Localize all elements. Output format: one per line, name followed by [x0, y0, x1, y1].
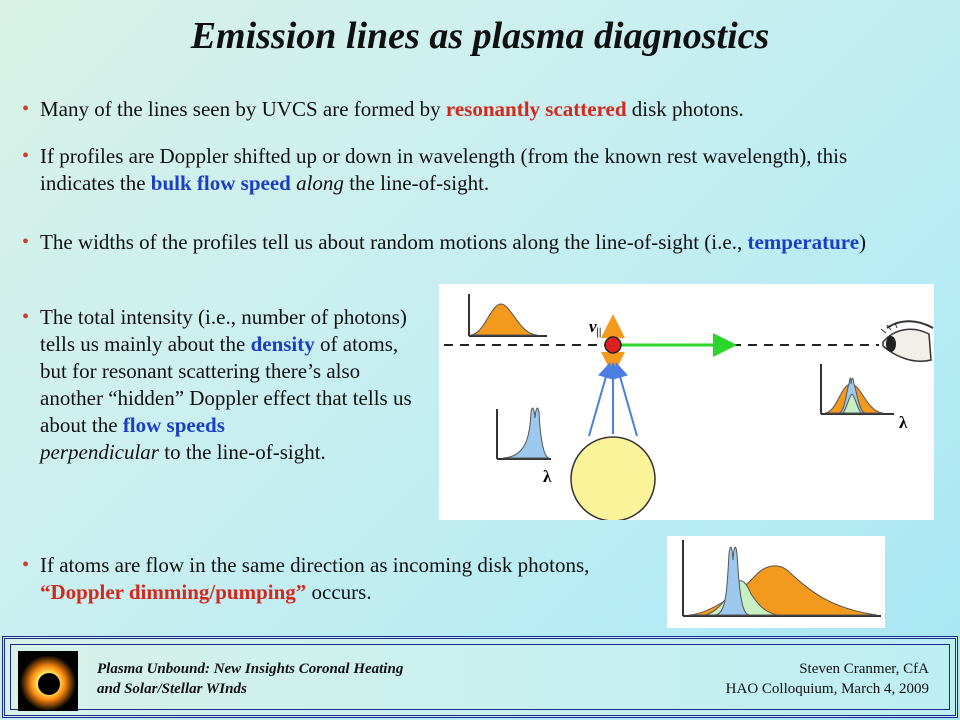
scattering-diagram: v|| λ λ	[439, 284, 934, 522]
lambda-label: λ	[543, 467, 552, 486]
bullet-doppler-shift: • If profiles are Doppler shifted up or …	[22, 143, 920, 197]
bullet-text: )	[859, 230, 867, 254]
profile-right: λ	[820, 364, 908, 432]
bullet-text: If profiles are Doppler shifted up or do…	[40, 144, 848, 195]
bullet-dot: •	[22, 145, 30, 167]
photon-arrow	[612, 362, 638, 437]
eye-icon	[880, 320, 934, 362]
bullet-dot: •	[22, 98, 30, 120]
photon-arrow	[588, 362, 614, 437]
bullet-text: Many of the lines seen by UVCS are forme…	[40, 97, 446, 121]
diagram-svg: v|| λ λ	[444, 294, 934, 522]
bullet-resonant: • Many of the lines seen by UVCS are for…	[22, 96, 940, 123]
v-parallel-label: v||	[589, 317, 601, 338]
highlight-doppler-dimming: “Doppler dimming/pumping”	[40, 580, 307, 604]
bullet-text: The widths of the profiles tell us about…	[40, 230, 748, 254]
bullet-widths: • The widths of the profiles tell us abo…	[22, 229, 920, 256]
solar-eclipse-icon	[18, 651, 78, 711]
bullet-intensity: • The total intensity (i.e., number of p…	[22, 304, 415, 466]
bullet-text: the line-of-sight.	[343, 171, 490, 195]
italic-along: along	[296, 171, 344, 195]
highlight-bulk-flow: bulk flow speed	[150, 171, 291, 195]
bullet-text: occurs.	[306, 580, 372, 604]
atom-dot	[604, 336, 622, 354]
bullet-dot: •	[22, 306, 30, 328]
profile-top-left	[468, 294, 547, 337]
bullet-text: to the line-of-sight.	[158, 440, 326, 464]
footer-author-line: Steven Cranmer, CfA	[799, 661, 929, 677]
bullet-text: If atoms are flow in the same direction …	[40, 553, 590, 577]
highlight-resonant: resonantly scattered	[445, 97, 627, 121]
footer-frame: Plasma Unbound: New Insights Coronal Hea…	[10, 644, 950, 711]
italic-perpendicular: perpendicular	[40, 440, 159, 464]
bullet-text: of atoms, but for resonant scattering th…	[40, 332, 412, 437]
footer-venue-line: HAO Colloquium, March 4, 2009	[725, 681, 929, 697]
highlight-flow-speeds: flow speeds	[122, 413, 225, 437]
dimming-svg	[682, 540, 881, 617]
dimming-profile	[667, 536, 885, 628]
bullet-dot: •	[22, 554, 30, 576]
lambda-label: λ	[899, 413, 908, 432]
bullet-dimming: • If atoms are flow in the same directio…	[22, 552, 630, 606]
footer-bar: Plasma Unbound: New Insights Coronal Hea…	[2, 636, 958, 718]
profile-left: λ	[496, 407, 552, 486]
footer-title-line: and Solar/Stellar WInds	[97, 681, 247, 697]
bullet-dot: •	[22, 231, 30, 253]
footer-talk-title: Plasma Unbound: New Insights Coronal Hea…	[97, 659, 403, 699]
highlight-temperature: temperature	[747, 230, 860, 254]
sun-disk	[570, 436, 656, 522]
footer-author: Steven Cranmer, CfA HAO Colloquium, Marc…	[726, 659, 929, 699]
footer-title-line: Plasma Unbound: New Insights Coronal Hea…	[97, 661, 404, 677]
bullet-text: disk photons.	[626, 97, 744, 121]
highlight-density: density	[250, 332, 315, 356]
bullet-text: The total intensity (i.e., number of pho…	[40, 305, 407, 356]
page-title: Emission lines as plasma diagnostics	[190, 15, 770, 57]
